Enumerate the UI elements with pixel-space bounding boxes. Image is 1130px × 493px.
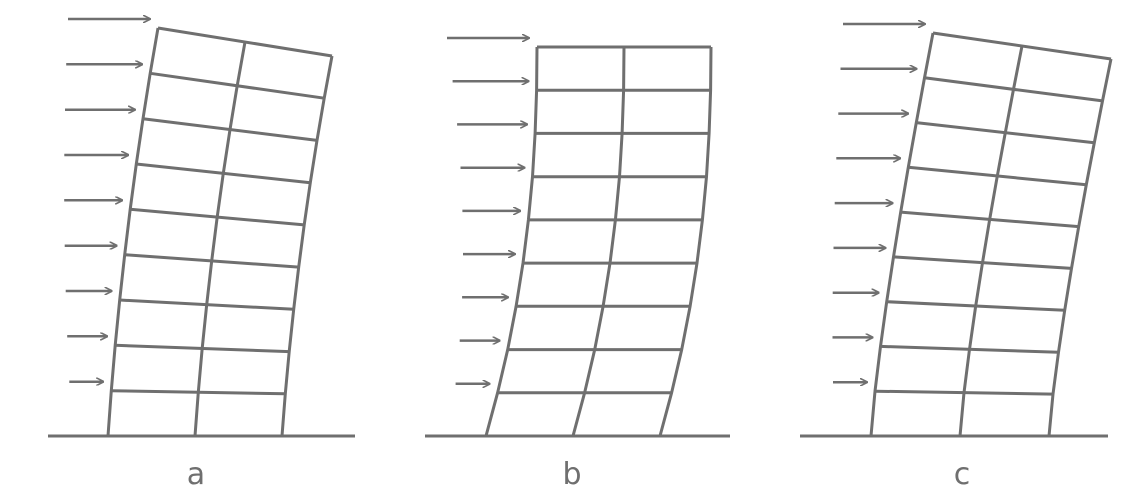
- floor-beam: [880, 344, 1059, 354]
- column: [1047, 58, 1113, 437]
- panel-label: b: [562, 457, 581, 492]
- floor-beam: [908, 165, 1087, 187]
- column: [958, 45, 1024, 437]
- column: [658, 46, 713, 437]
- floor-beam: [149, 71, 325, 100]
- floor-beam: [157, 26, 333, 58]
- floor-beam: [924, 76, 1103, 103]
- panel-a: a: [48, 19, 355, 492]
- floor-beam: [874, 389, 1054, 396]
- panel-label: a: [187, 457, 205, 492]
- floor-beam: [142, 117, 318, 142]
- panel-b: b: [425, 38, 730, 492]
- floor-beam: [932, 31, 1112, 61]
- floor-beam: [900, 210, 1079, 229]
- frame: [106, 26, 334, 437]
- floor-beam: [893, 255, 1072, 270]
- floor-beam: [916, 121, 1095, 145]
- load-arrows: [447, 38, 529, 384]
- column: [484, 46, 539, 437]
- panel-c: c: [800, 24, 1113, 492]
- floor-beam: [119, 298, 294, 311]
- floor-beam: [111, 389, 286, 396]
- column: [280, 55, 334, 437]
- floor-beam: [886, 300, 1065, 312]
- column: [106, 27, 160, 437]
- load-arrows: [64, 19, 150, 382]
- floor-beam: [136, 162, 311, 185]
- load-arrows: [832, 24, 926, 382]
- column: [193, 41, 247, 437]
- floor-beam: [130, 207, 305, 227]
- column: [571, 46, 626, 437]
- floor-beam: [115, 343, 290, 354]
- frame: [484, 45, 713, 437]
- panel-label: c: [954, 457, 971, 492]
- frame: [869, 31, 1113, 437]
- column: [869, 32, 935, 437]
- floor-beam: [124, 253, 299, 269]
